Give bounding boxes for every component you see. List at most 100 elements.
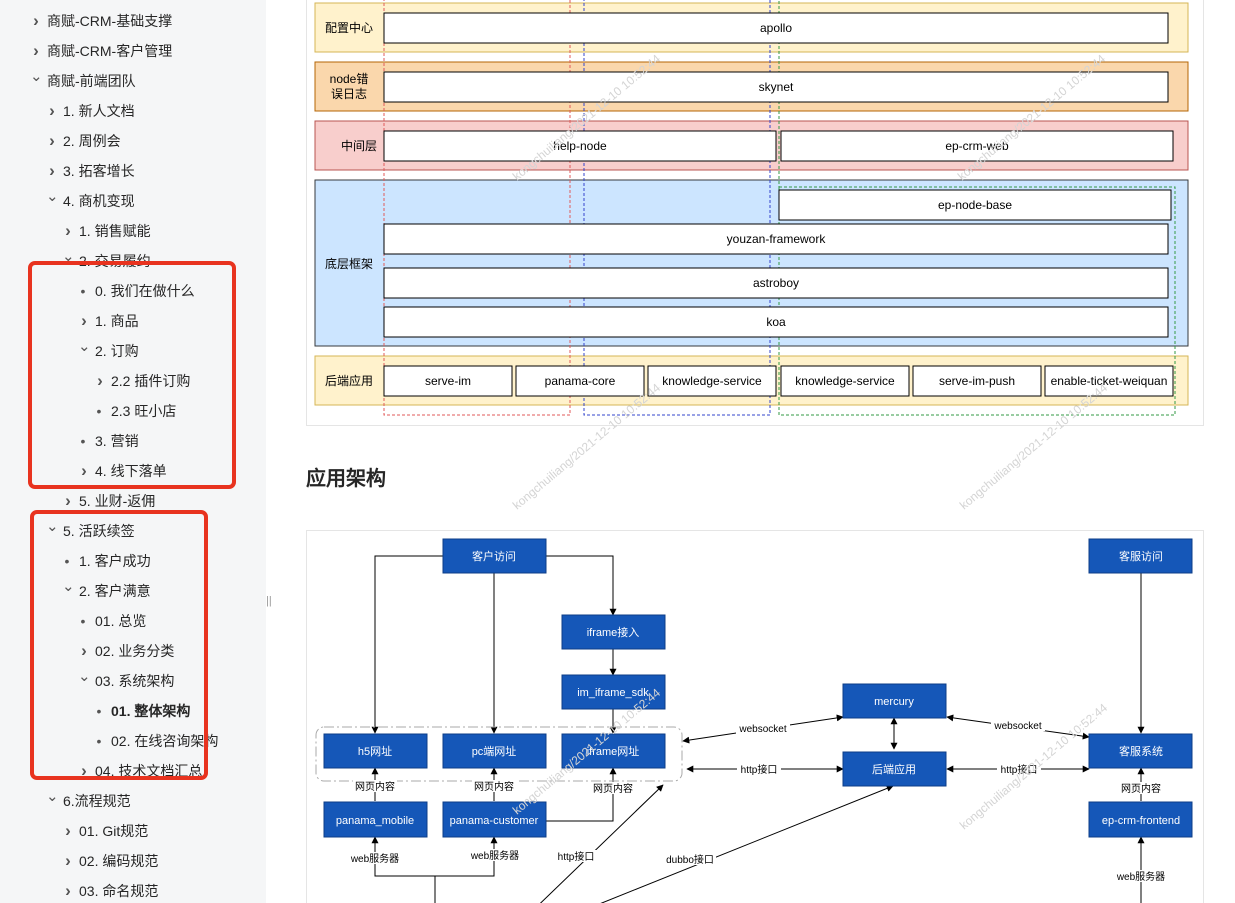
sidebar-item[interactable]: ›1. 商品	[0, 306, 266, 336]
label-http-right: http接口	[1001, 763, 1038, 776]
sidebar-item[interactable]: ⌄6.流程规范	[0, 786, 266, 816]
svg-text:astroboy: astroboy	[753, 276, 799, 290]
sidebar-item[interactable]: ›2.2 插件订购	[0, 366, 266, 396]
sidebar-item[interactable]: ›03. 命名规范	[0, 876, 266, 903]
chevron-down-icon[interactable]: ⌄	[62, 248, 75, 265]
svg-text:serve-im: serve-im	[425, 374, 471, 388]
sidebar-item[interactable]: ⌄4. 商机变现	[0, 186, 266, 216]
svg-text:h5网址: h5网址	[358, 744, 392, 758]
chevron-right-icon[interactable]: ›	[65, 221, 71, 240]
chevron-down-icon[interactable]: ⌄	[46, 188, 59, 205]
node-im-sdk: im_iframe_sdk	[561, 674, 666, 710]
sidebar-item[interactable]: ⌄2. 订购	[0, 336, 266, 366]
bullet-icon: •	[96, 703, 102, 719]
sidebar-item[interactable]: ›1. 新人文档	[0, 96, 266, 126]
chevron-right-icon[interactable]: ›	[65, 851, 71, 870]
chevron-right-icon[interactable]: ›	[65, 491, 71, 510]
chevron-right-icon[interactable]: ›	[81, 641, 87, 660]
bullet-icon: •	[64, 553, 70, 569]
svg-text:help-node: help-node	[553, 139, 607, 153]
sidebar-item-label: 6.流程规范	[63, 793, 131, 809]
svg-text:客户访问: 客户访问	[472, 549, 516, 563]
chevron-right-icon[interactable]: ›	[49, 101, 55, 120]
sidebar-item[interactable]: •01. 总览	[0, 606, 266, 636]
sidebar-item[interactable]: ›2. 周例会	[0, 126, 266, 156]
sidebar-item[interactable]: ⌄商赋-前端团队	[0, 66, 266, 96]
sidebar-item[interactable]: •2.3 旺小店	[0, 396, 266, 426]
svg-text:ep-node-base: ep-node-base	[938, 198, 1012, 212]
chevron-right-icon[interactable]: ›	[65, 881, 71, 900]
sidebar-item[interactable]: ⌄03. 系统架构	[0, 666, 266, 696]
box-apollo: apollo	[383, 12, 1169, 44]
svg-text:ep-crm-web: ep-crm-web	[945, 139, 1009, 153]
chevron-right-icon[interactable]: ›	[65, 821, 71, 840]
svg-text:iframe网址: iframe网址	[587, 744, 640, 758]
sidebar-item-label: 02. 在线咨询架构	[111, 733, 219, 749]
chevron-right-icon[interactable]: ›	[49, 161, 55, 180]
sidebar-item-label: 3. 拓客增长	[63, 163, 135, 179]
sidebar-item[interactable]: ›4. 线下落单	[0, 456, 266, 486]
row-label-log-2: 误日志	[331, 87, 367, 101]
sidebar-item-label: 0. 我们在做什么	[95, 283, 195, 299]
chevron-right-icon[interactable]: ›	[97, 371, 103, 390]
label-page-content-pc: 网页内容	[474, 780, 514, 793]
chevron-down-icon[interactable]: ⌄	[30, 68, 43, 85]
label-http-diag: http接口	[558, 850, 595, 863]
sidebar-item[interactable]: ⌄2. 客户满意	[0, 576, 266, 606]
document-content: 配置中心 node错 误日志 中间层 底层框架 后端应用 apollo skyn…	[272, 0, 1235, 903]
sidebar-item-label: 商赋-CRM-基础支撑	[47, 13, 173, 29]
chevron-right-icon[interactable]: ›	[33, 41, 39, 60]
sidebar-item[interactable]: •0. 我们在做什么	[0, 276, 266, 306]
label-websocket-right: websocket	[993, 721, 1041, 732]
frontend-url-group	[315, 726, 683, 782]
sidebar-item[interactable]: ⌄5. 活跃续签	[0, 516, 266, 546]
sidebar-tree: › 商赋-CRM-基础支撑 ›商赋-CRM-客户管理⌄商赋-前端团队›1. 新人文档…	[0, 0, 266, 903]
sidebar-resize-handle[interactable]: ||	[266, 595, 272, 607]
svg-text:youzan-framework: youzan-framework	[727, 232, 827, 246]
sidebar-item[interactable]: ›5. 业财-返佣	[0, 486, 266, 516]
box-enable-ticket-weiquan: enable-ticket-weiquan	[1044, 365, 1174, 397]
chevron-down-icon[interactable]: ⌄	[46, 788, 59, 805]
sidebar-item[interactable]: ›商赋-CRM-客户管理	[0, 36, 266, 66]
sidebar-item-label: 02. 业务分类	[95, 643, 175, 659]
sidebar-item[interactable]: • 02. 在线咨询架构	[0, 726, 266, 756]
label-page-content-iframe: 网页内容	[593, 782, 633, 795]
bullet-icon: •	[96, 403, 102, 419]
box-youzan-framework: youzan-framework	[383, 223, 1169, 255]
sidebar-item[interactable]: • 1. 客户成功	[0, 546, 266, 576]
chevron-right-icon[interactable]: ›	[81, 761, 87, 780]
node-h5: h5网址	[323, 733, 428, 769]
sidebar-item-label: 4. 商机变现	[63, 193, 135, 209]
box-ep-crm-web: ep-crm-web	[780, 130, 1174, 162]
sidebar-item[interactable]: •3. 营销	[0, 426, 266, 456]
bullet-icon: •	[80, 613, 86, 629]
bullet-icon: •	[96, 733, 102, 749]
bullet-icon: •	[80, 433, 86, 449]
sidebar-item[interactable]: › 3. 拓客增长	[0, 156, 266, 186]
sidebar-item-label: 02. 编码规范	[79, 853, 159, 869]
sidebar-item[interactable]: ›04. 技术文档汇总	[0, 756, 266, 786]
label-dubbo: dubbo接口	[666, 853, 714, 866]
node-ep-crm-frontend: ep-crm-frontend	[1088, 801, 1193, 838]
sidebar-item-label: 01. Git规范	[79, 823, 149, 839]
label-web-server-mobile: web服务器	[350, 852, 399, 865]
chevron-down-icon[interactable]: ⌄	[78, 668, 91, 685]
sidebar-item[interactable]: › 02. 业务分类	[0, 636, 266, 666]
chevron-right-icon[interactable]: ›	[49, 131, 55, 150]
sidebar-item[interactable]: › 01. Git规范	[0, 816, 266, 846]
sidebar-item-label: 1. 客户成功	[79, 553, 151, 569]
node-panama-customer: panama-customer	[442, 801, 547, 838]
label-page-content-h5: 网页内容	[355, 780, 395, 793]
chevron-down-icon[interactable]: ⌄	[78, 338, 91, 355]
chevron-down-icon[interactable]: ⌄	[46, 518, 59, 535]
sidebar-item[interactable]: ›1. 销售赋能	[0, 216, 266, 246]
chevron-right-icon[interactable]: ›	[81, 461, 87, 480]
chevron-right-icon[interactable]: ›	[81, 311, 87, 330]
row-label-log-1: node错	[330, 72, 369, 86]
sidebar-item[interactable]: › 商赋-CRM-基础支撑	[0, 6, 266, 36]
chevron-right-icon[interactable]: ›	[33, 11, 39, 30]
node-customer-access: 客户访问	[442, 538, 547, 574]
chevron-down-icon[interactable]: ⌄	[62, 578, 75, 595]
sidebar-item[interactable]: › 02. 编码规范	[0, 846, 266, 876]
sidebar-item[interactable]: •01. 整体架构	[0, 696, 266, 726]
